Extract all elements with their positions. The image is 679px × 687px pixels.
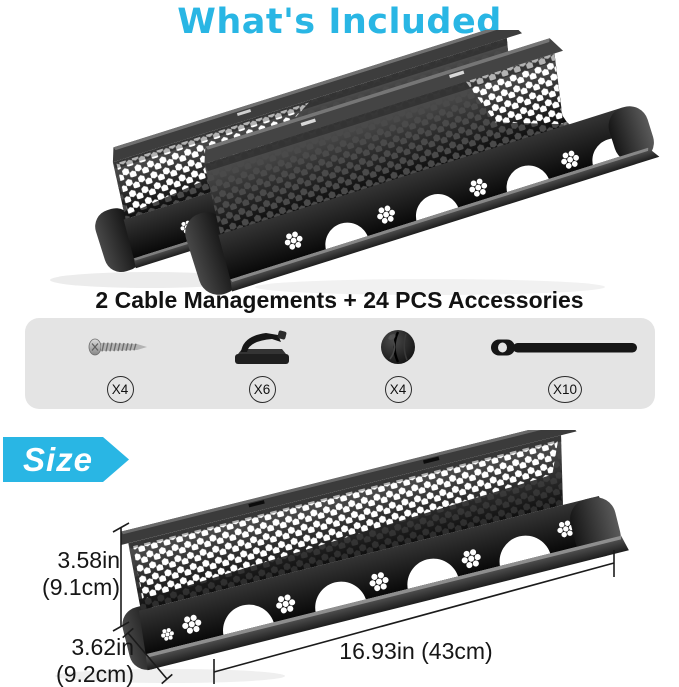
tray-front-lip <box>230 147 660 292</box>
height-inches: 3.58in <box>57 547 120 573</box>
accessories-bar: X4 X6 <box>25 318 655 409</box>
round-cable-clip-icon <box>378 325 418 369</box>
mounting-slot <box>236 108 252 117</box>
accessory-item-round-clip: X4 <box>328 318 468 409</box>
accessory-item-screw: X4 <box>40 318 200 409</box>
depth-inches: 3.62in <box>71 634 134 660</box>
dimension-label-length: 16.93in (43cm) <box>339 638 493 664</box>
tray-top-flange <box>120 430 577 546</box>
cable-tie-icon <box>489 325 641 369</box>
mounting-slot <box>449 70 465 79</box>
dimension-line-height <box>112 522 130 632</box>
quantity-badge: X10 <box>547 375 583 403</box>
depth-cm: (9.2cm) <box>56 661 134 687</box>
mounting-slot <box>248 500 265 508</box>
included-trays-photo <box>50 30 660 295</box>
tray-end-cap <box>608 106 654 163</box>
height-cm: (9.1cm) <box>42 574 120 600</box>
dimension-label-depth: 3.62in (9.2cm) <box>28 634 134 687</box>
whats-included-title: What's Included <box>177 2 502 42</box>
tray-top-flange <box>204 38 564 164</box>
cable-tray-size <box>120 430 629 671</box>
mounting-slot <box>300 118 316 127</box>
quantity-badge: X4 <box>106 375 134 403</box>
dimension-line-length <box>213 550 615 684</box>
screw-icon <box>87 325 153 369</box>
included-summary: 2 Cable Managements + 24 PCS Accessories <box>95 287 584 313</box>
size-label: Size <box>23 441 94 478</box>
size-tray-photo <box>55 430 629 685</box>
accessory-item-adhesive-clip: X6 <box>182 318 342 409</box>
accessory-item-cable-tie: X10 <box>475 318 655 409</box>
tray-front-lip <box>145 535 629 671</box>
dimension-label-height: 3.58in (9.1cm) <box>24 547 120 601</box>
adhesive-cable-clip-icon <box>232 325 292 369</box>
quantity-badge: X4 <box>384 375 412 403</box>
dimension-line-depth <box>122 627 173 685</box>
dimension-lines <box>112 522 615 685</box>
quantity-badge: X6 <box>248 375 276 403</box>
mounting-slot <box>423 456 440 464</box>
tray-top-flange <box>112 30 523 163</box>
tray-floor <box>218 107 649 280</box>
tray-shadow <box>255 279 605 295</box>
size-banner: Size <box>3 437 129 482</box>
